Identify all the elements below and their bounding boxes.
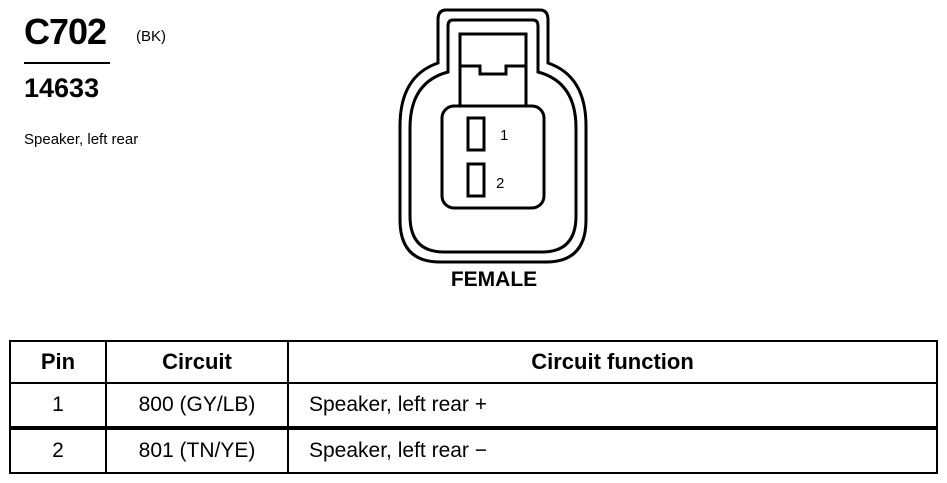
cell-pin: 2 <box>9 427 107 474</box>
part-number: 14633 <box>24 73 100 103</box>
pin-terminal-1 <box>466 116 486 152</box>
pin-label-1: 1 <box>500 127 508 144</box>
cell-circuit: 801 (TN/YE) <box>105 427 289 474</box>
pin-terminal-2 <box>466 162 486 198</box>
pin-cavity-block <box>440 104 546 210</box>
title-divider <box>24 62 110 64</box>
connector-latch <box>458 32 528 108</box>
header-pin: Pin <box>9 340 107 384</box>
header-circuit-function: Circuit function <box>287 340 938 384</box>
connector-outer-shell <box>398 8 588 264</box>
table-row: 2 801 (TN/YE) Speaker, left rear − <box>9 427 938 474</box>
connector-gender-label: FEMALE <box>450 268 538 291</box>
cell-circuit: 800 (GY/LB) <box>105 382 289 430</box>
connector-color-code: (BK) <box>136 28 166 45</box>
connector-id: C702 <box>24 11 107 52</box>
header-circuit: Circuit <box>105 340 289 384</box>
connector-description: Speaker, left rear <box>24 131 139 148</box>
cell-circuit-function: Speaker, left rear − <box>287 427 938 474</box>
table-header-row: Pin Circuit Circuit function <box>9 340 938 384</box>
table-row: 1 800 (GY/LB) Speaker, left rear + <box>9 382 938 430</box>
connector-inner-shell <box>408 18 578 254</box>
cell-pin: 1 <box>9 382 107 430</box>
pin-circuit-table: Pin Circuit Circuit function 1 800 (GY/L… <box>9 340 938 474</box>
connector-face-diagram: 1 2 <box>398 8 588 264</box>
cell-circuit-function: Speaker, left rear + <box>287 382 938 430</box>
pin-label-2: 2 <box>496 175 504 192</box>
